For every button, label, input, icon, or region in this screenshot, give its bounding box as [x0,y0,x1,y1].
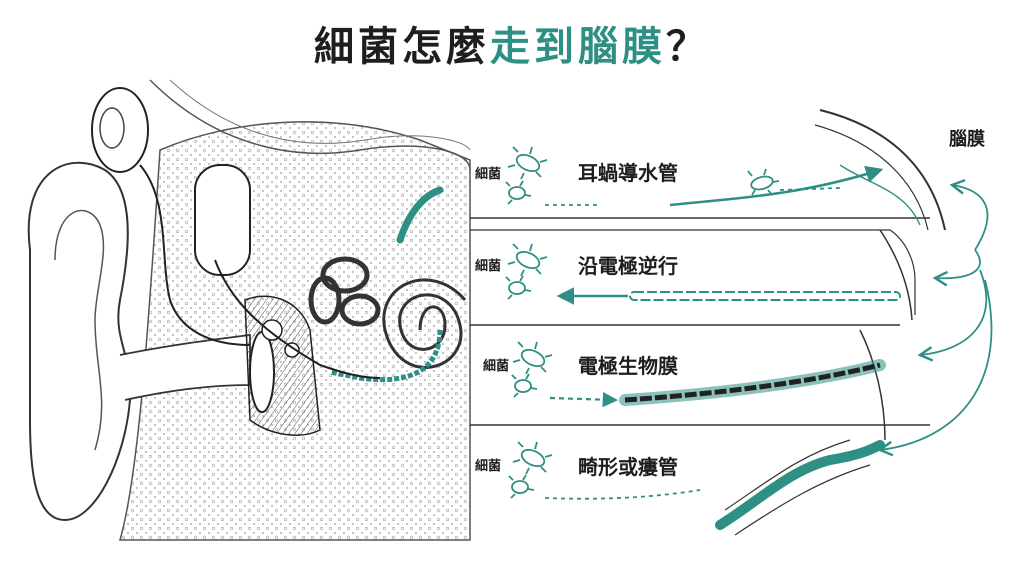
title-part-1: 細菌怎麼 [314,24,490,70]
bacteria-label-1: 細菌 [475,166,501,182]
implant-coil [91,87,149,173]
arrow-to-meninges-3 [917,269,988,362]
route-label-4: 畸形或瘻管 [578,455,678,479]
ossicle [261,319,283,341]
bacterium-icon [511,373,538,398]
route-label-3: 電極生物膜 [578,354,678,378]
route-label-1: 耳蝸導水管 [578,161,678,185]
labels: 腦膜 細菌 耳蝸導水管 細菌 沿電極逆行 細菌 電極生物膜 細菌 畸形或瘻管 [475,128,985,479]
scalp-layer [149,79,471,171]
route-4-path [544,489,701,500]
bacteria-label-4: 細菌 [475,458,501,474]
semicircular-canal [320,256,370,294]
bacteria-label-2: 細菌 [475,258,501,274]
bacteria-label-3: 細菌 [483,358,509,374]
title-part-3: ？ [666,24,710,70]
bacterium-icon [508,474,535,499]
bacterium-icon [505,275,532,300]
bacterium-icon [507,146,548,180]
meninges-label: 腦膜 [949,128,985,150]
fistula-tissue [715,440,885,530]
arrow-to-meninges-1 [949,179,989,251]
route-3-electrode [624,362,881,403]
ear-anatomy [27,79,471,541]
implant-cable [139,164,251,346]
eardrum [249,331,275,413]
bacterium-icon [505,180,532,205]
title-highlight: 走到腦膜 [490,24,666,70]
route-1-arrow [669,165,884,207]
meninges-arc [819,109,946,231]
page-title: 細菌怎麼走到腦膜？ [0,14,1024,72]
implant-receiver [194,164,251,276]
route-2-electrode [629,291,901,301]
route-panels [470,109,993,536]
bacterium-icon [507,243,548,277]
bacteria-group [505,146,780,499]
cochlear-aqueduct [396,186,444,244]
bacterium-icon [512,441,553,475]
route-3-arrow [549,391,619,408]
pinna [27,161,132,522]
route-label-2: 沿電極逆行 [578,254,678,278]
cochlea [382,278,467,369]
arrow-to-meninges-2 [932,249,981,287]
cochlear-electrode [329,329,443,383]
bacterium-icon [512,341,553,375]
bacterium-icon [747,168,780,196]
arrow-to-meninges-4 [877,279,993,457]
